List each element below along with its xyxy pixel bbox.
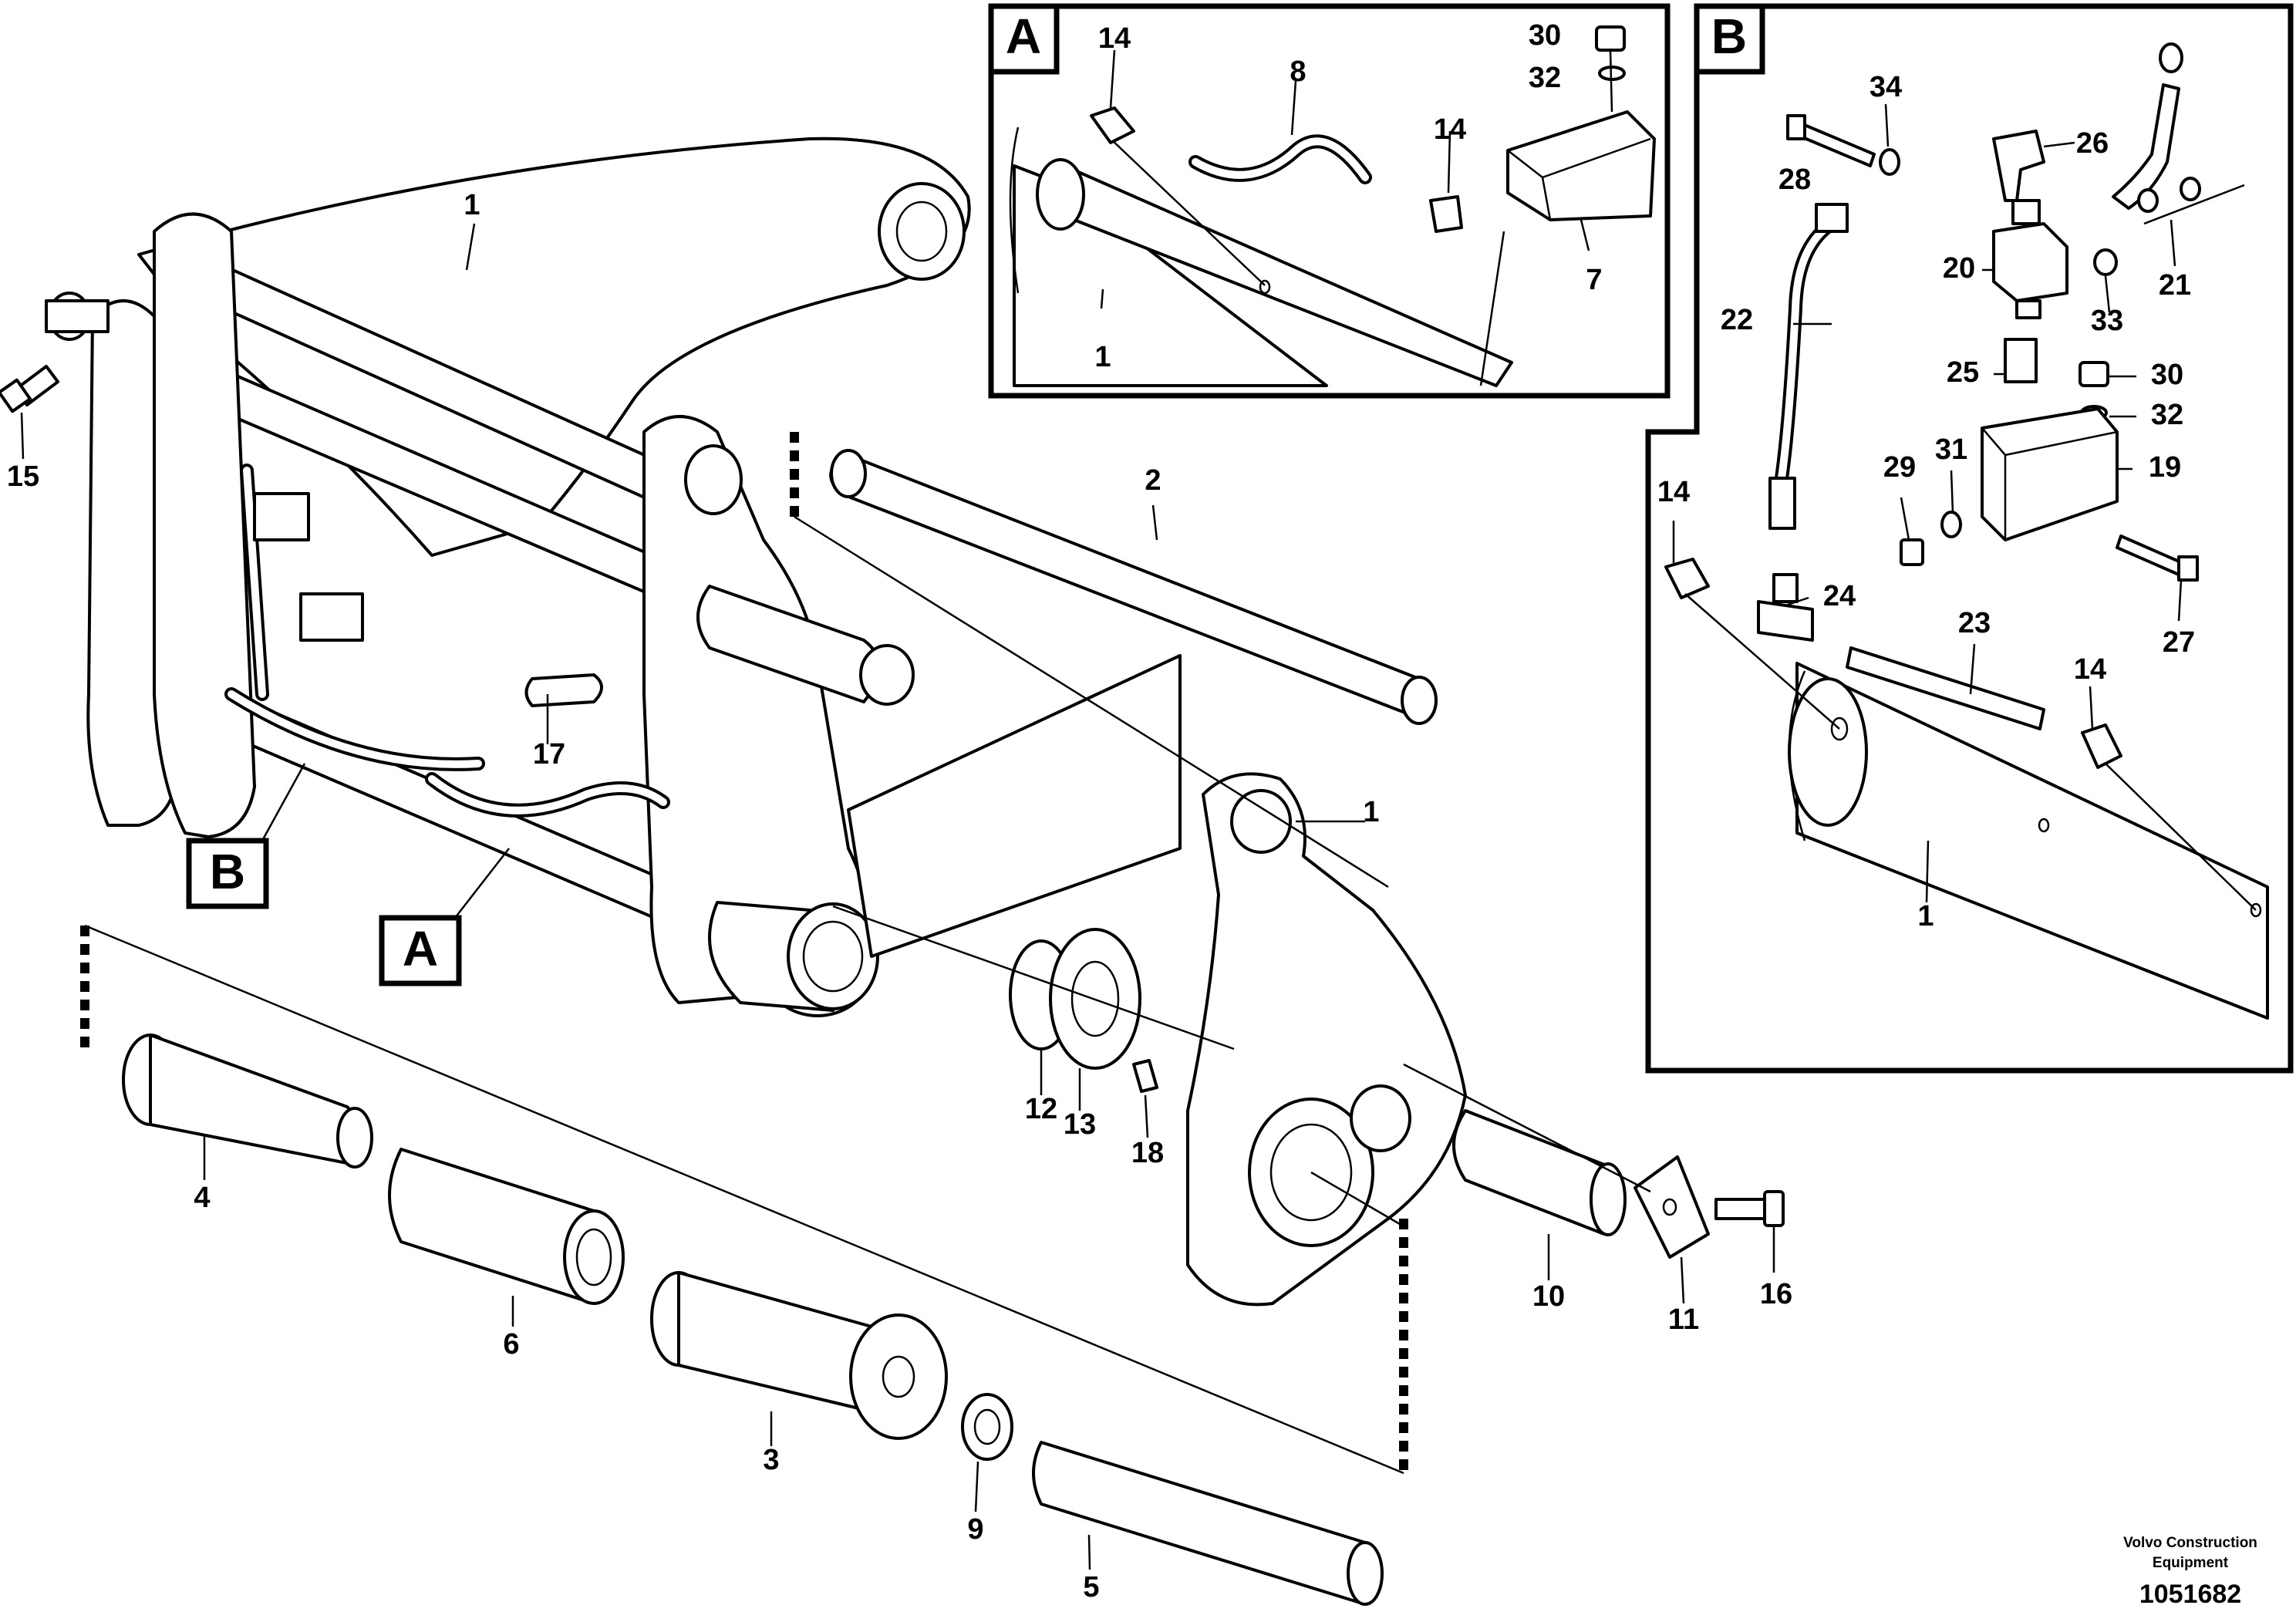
- callout-a-14-right: 14: [1434, 113, 1466, 146]
- panel-b-nut-33: [2093, 248, 2118, 276]
- rod-part-5: [1032, 1441, 1384, 1606]
- callout-main-5: 5: [1083, 1571, 1099, 1603]
- panel-b-adapter-25: [2004, 338, 2038, 383]
- callout-b-33: 33: [2091, 305, 2123, 337]
- callout-b-30: 30: [2151, 359, 2183, 391]
- callout-a-14-left: 14: [1098, 22, 1131, 55]
- pin-part-4: [122, 1034, 373, 1168]
- callout-b-19: 19: [2149, 451, 2181, 484]
- panel-a-fitting-right: [1429, 195, 1463, 233]
- main-assembly: B A 1 2 15 17 1 12 13 18 4 6 10 11 16 3 …: [0, 137, 1792, 1606]
- callout-main-1-upper: 1: [464, 189, 480, 221]
- panel-b-washer-31: [1940, 511, 1962, 538]
- grease-nipple-part-18: [1132, 1059, 1158, 1093]
- callout-main-13: 13: [1064, 1108, 1096, 1141]
- callout-main-17: 17: [533, 738, 565, 771]
- panel-b-valve-block-19: [1981, 407, 2119, 541]
- callout-main-3: 3: [763, 1444, 779, 1476]
- axis-line-shaft: [794, 515, 1389, 889]
- callout-main-15: 15: [7, 460, 39, 493]
- bolt-part-15: [0, 365, 59, 413]
- panel-b-hose-23: [1846, 646, 2045, 730]
- lock-plate-part-11: [1633, 1155, 1710, 1259]
- callout-b-32: 32: [2151, 399, 2183, 431]
- panel-a-letter: A: [1006, 8, 1041, 64]
- arm-lower-eye: [1230, 789, 1292, 854]
- callout-b-21: 21: [2159, 269, 2191, 302]
- callout-b-1: 1: [1917, 900, 1934, 932]
- section-tag-a: A: [379, 848, 510, 986]
- front-pin-boss: [684, 444, 743, 515]
- callout-b-14-right: 14: [2074, 653, 2106, 686]
- panel-b-plug-29: [1900, 538, 1924, 566]
- detail-panel-a: A 14 8 30 32 14 7 1: [988, 3, 1671, 399]
- panel-b-washer-34: [1879, 148, 1900, 176]
- callout-b-23: 23: [1958, 607, 1991, 639]
- valve-block-main: [253, 492, 310, 541]
- callout-main-1-lower: 1: [1363, 796, 1379, 828]
- pin-part-3: [650, 1271, 948, 1440]
- callout-b-20: 20: [1943, 252, 1975, 285]
- arm-upper-bushing: [878, 182, 966, 281]
- footer-brand-line-1: Volvo Construction: [2123, 1535, 2257, 1551]
- footer-brand: Volvo Construction Equipment 1051682: [2123, 1535, 2257, 1609]
- axis-line-center: [832, 905, 1235, 1050]
- sleeve-part-6: [388, 1148, 625, 1305]
- callout-b-27: 27: [2163, 626, 2195, 659]
- panel-a-fitting-left: [1090, 106, 1135, 144]
- detail-panel-b: B: [1645, 3, 2294, 1074]
- callout-b-22: 22: [1721, 304, 1753, 336]
- callout-main-11: 11: [1668, 1303, 1699, 1336]
- callout-b-29: 29: [1883, 451, 1916, 484]
- callout-a-7: 7: [1586, 264, 1602, 296]
- callout-a-8: 8: [1290, 56, 1306, 88]
- callout-main-2: 2: [1145, 464, 1161, 497]
- callout-main-16: 16: [1760, 1278, 1792, 1310]
- bolt-part-16: [1714, 1190, 1785, 1227]
- gusset-plate: [847, 654, 1182, 958]
- callout-b-14-left: 14: [1657, 476, 1690, 508]
- section-tag-b-label: B: [210, 844, 245, 899]
- panel-b-valve-20: [1992, 222, 2068, 302]
- panel-b-plug-30: [2079, 361, 2109, 387]
- callout-main-9: 9: [967, 1513, 983, 1546]
- panel-b-tee-24: [1757, 600, 1814, 642]
- callout-b-31: 31: [1935, 433, 1967, 466]
- axis-line-pin10: [1403, 1063, 1651, 1193]
- callout-b-25: 25: [1947, 356, 1979, 389]
- callout-b-26: 26: [2076, 127, 2109, 160]
- callout-main-12: 12: [1025, 1093, 1057, 1125]
- pin-part-17: [524, 673, 603, 707]
- panel-b-fitting-left: [1664, 558, 1710, 599]
- valve-block-lower: [299, 592, 364, 642]
- section-tag-b: B: [186, 763, 306, 909]
- callout-a-30: 30: [1529, 19, 1561, 52]
- callout-a-32: 32: [1529, 62, 1561, 94]
- callout-main-4: 4: [194, 1182, 210, 1214]
- panel-a-plug: [1595, 25, 1626, 52]
- axis-line-lower: [84, 924, 1404, 1475]
- callout-main-6: 6: [503, 1328, 519, 1361]
- footer-brand-line-2: Equipment: [2153, 1555, 2229, 1571]
- shaft-part-2: [829, 449, 1438, 725]
- callout-b-24: 24: [1823, 580, 1856, 612]
- axis-line-bore: [1310, 1171, 1404, 1228]
- callout-a-1: 1: [1094, 341, 1111, 373]
- callout-b-34: 34: [1870, 71, 1902, 103]
- front-frame-plate: [642, 415, 869, 1004]
- ring-part-9: [961, 1393, 1013, 1461]
- panel-b-letter: B: [1711, 8, 1747, 64]
- section-tag-a-label: A: [403, 921, 438, 976]
- panel-b-elbow-26: [1992, 130, 2045, 202]
- drawing-number: 1051682: [2139, 1580, 2241, 1609]
- left-bracket: [153, 212, 256, 838]
- callout-b-28: 28: [1778, 164, 1811, 196]
- panel-b-fitting-right: [2081, 723, 2122, 769]
- callout-main-18: 18: [1131, 1137, 1164, 1169]
- callout-main-10: 10: [1532, 1280, 1565, 1313]
